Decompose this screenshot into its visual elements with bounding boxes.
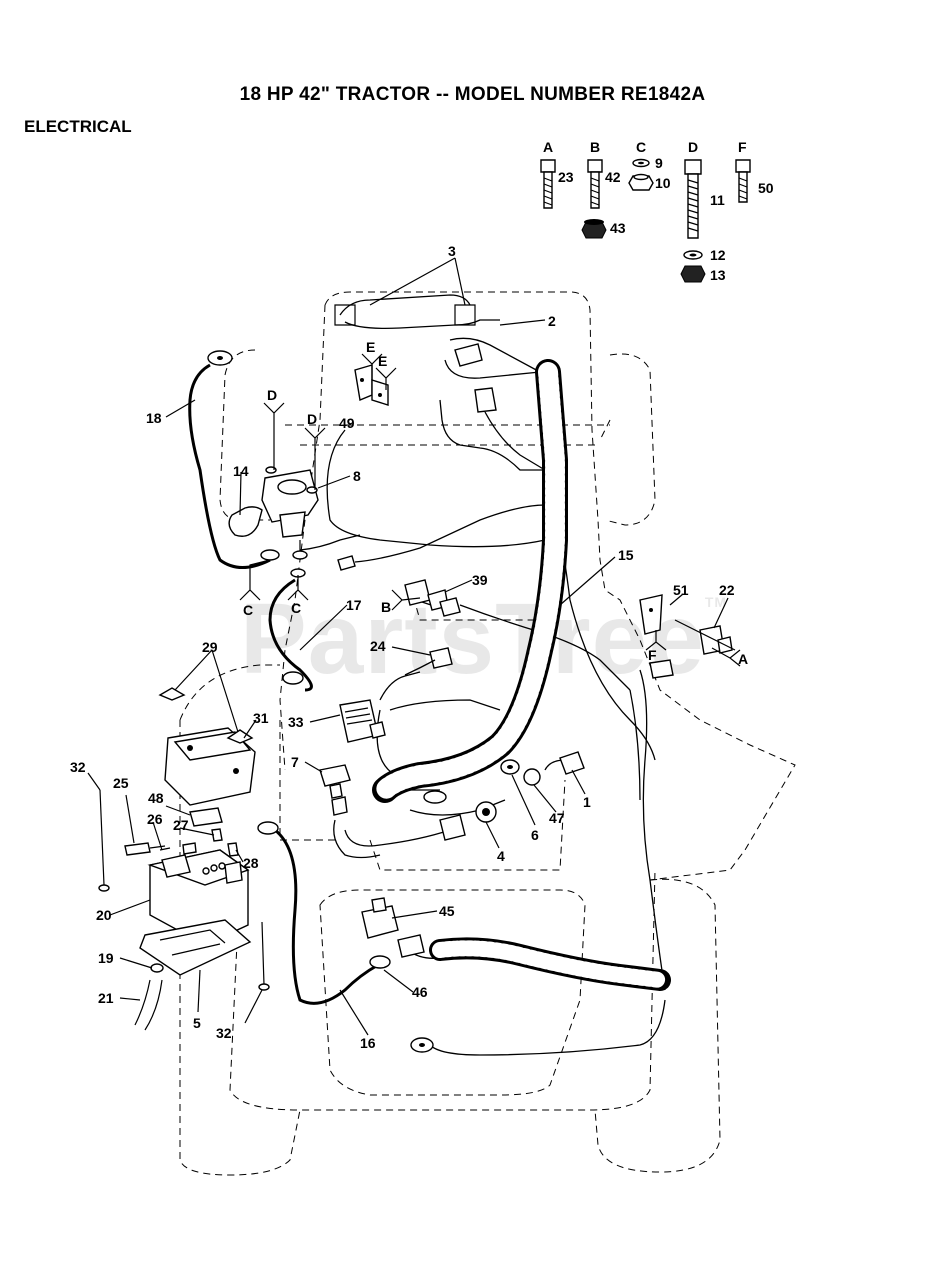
callout-31: 31 bbox=[253, 710, 269, 726]
letter-d: D bbox=[688, 139, 698, 155]
callout-7: 7 bbox=[291, 754, 299, 770]
callout-28: 28 bbox=[243, 855, 259, 871]
tractor-ghost-outline bbox=[179, 291, 796, 1176]
letter-a: A bbox=[543, 139, 553, 155]
bolt-23 bbox=[540, 159, 556, 209]
nut-43 bbox=[581, 219, 607, 239]
callout-3: 3 bbox=[448, 243, 456, 259]
callout-6: 6 bbox=[531, 827, 539, 843]
connector-arrows bbox=[239, 353, 741, 667]
hardware-group bbox=[540, 158, 751, 283]
callout-43: 43 bbox=[610, 220, 626, 236]
section-label: ELECTRICAL bbox=[24, 117, 132, 136]
conduit-15 bbox=[372, 359, 671, 991]
callout-16: 16 bbox=[360, 1035, 376, 1051]
bolt-42 bbox=[587, 159, 603, 209]
switch-parts bbox=[439, 751, 585, 841]
bolt-11 bbox=[684, 159, 702, 239]
bracket-22-51 bbox=[639, 594, 736, 655]
callout-5: 5 bbox=[193, 1015, 201, 1031]
callout-42: 42 bbox=[605, 169, 621, 185]
callout-24: 24 bbox=[370, 638, 386, 654]
leader-lines bbox=[87, 257, 729, 1036]
callout-15: 15 bbox=[618, 547, 634, 563]
callout-c2: C bbox=[291, 600, 301, 616]
callout-f: F bbox=[648, 647, 657, 663]
callout-33: 33 bbox=[288, 714, 304, 730]
callout-22: 22 bbox=[719, 582, 735, 598]
callout-18: 18 bbox=[146, 410, 162, 426]
battery-group bbox=[124, 727, 256, 976]
washer-9 bbox=[632, 158, 650, 168]
starter-solenoid bbox=[228, 466, 319, 578]
callout-32a: 32 bbox=[70, 759, 86, 775]
callout-d2: D bbox=[307, 411, 317, 427]
callout-47: 47 bbox=[549, 810, 565, 826]
callout-46: 46 bbox=[412, 984, 428, 1000]
callout-10: 10 bbox=[655, 175, 671, 191]
callout-26: 26 bbox=[147, 811, 163, 827]
callout-12: 12 bbox=[710, 247, 726, 263]
washer-12 bbox=[683, 250, 703, 260]
watermark-tm: TM bbox=[704, 594, 728, 610]
callout-32b: 32 bbox=[216, 1025, 232, 1041]
nut-13 bbox=[680, 265, 706, 283]
callout-48: 48 bbox=[148, 790, 164, 806]
hold-down-rods bbox=[98, 687, 270, 991]
bracket-49 bbox=[354, 364, 389, 406]
callout-b: B bbox=[381, 599, 391, 615]
wiring-harness bbox=[299, 294, 674, 1056]
callout-29: 29 bbox=[202, 639, 218, 655]
callout-1: 1 bbox=[583, 794, 591, 810]
letter-b: B bbox=[590, 139, 600, 155]
callout-9: 9 bbox=[655, 155, 663, 171]
callout-49: 49 bbox=[339, 415, 355, 431]
battery-cables bbox=[188, 350, 447, 1053]
callout-labels: A B C D F 1 2 3 4 5 6 7 8 9 10 11 12 13 … bbox=[70, 139, 774, 1051]
callout-13: 13 bbox=[710, 267, 726, 283]
nut-10 bbox=[628, 173, 654, 191]
letter-f: F bbox=[738, 139, 747, 155]
callout-21: 21 bbox=[98, 990, 114, 1006]
callout-19: 19 bbox=[98, 950, 114, 966]
callout-e1: E bbox=[366, 339, 375, 355]
callout-50: 50 bbox=[758, 180, 774, 196]
callout-23: 23 bbox=[558, 169, 574, 185]
callout-39: 39 bbox=[472, 572, 488, 588]
callout-17: 17 bbox=[346, 597, 362, 613]
callout-27: 27 bbox=[173, 817, 189, 833]
callout-d1: D bbox=[267, 387, 277, 403]
callout-4: 4 bbox=[497, 848, 505, 864]
callout-25: 25 bbox=[113, 775, 129, 791]
callout-a: A bbox=[738, 651, 748, 667]
callout-c1: C bbox=[243, 602, 253, 618]
callout-2: 2 bbox=[548, 313, 556, 329]
vent-tube bbox=[134, 963, 164, 1031]
letter-c: C bbox=[636, 139, 646, 155]
callout-11: 11 bbox=[710, 192, 725, 208]
callout-20: 20 bbox=[96, 907, 112, 923]
module-parts bbox=[319, 699, 386, 816]
switch-45 bbox=[361, 897, 425, 958]
callout-e2: E bbox=[378, 353, 387, 369]
callout-51: 51 bbox=[673, 582, 689, 598]
watermark-text: PartsTree bbox=[240, 583, 705, 695]
watermark: PartsTreeTM bbox=[240, 582, 727, 697]
bolt-50 bbox=[735, 159, 751, 203]
callout-45: 45 bbox=[439, 903, 455, 919]
callout-14: 14 bbox=[233, 463, 249, 479]
callout-8: 8 bbox=[353, 468, 361, 484]
diagram-title: 18 HP 42" TRACTOR -- MODEL NUMBER RE1842… bbox=[239, 84, 706, 105]
